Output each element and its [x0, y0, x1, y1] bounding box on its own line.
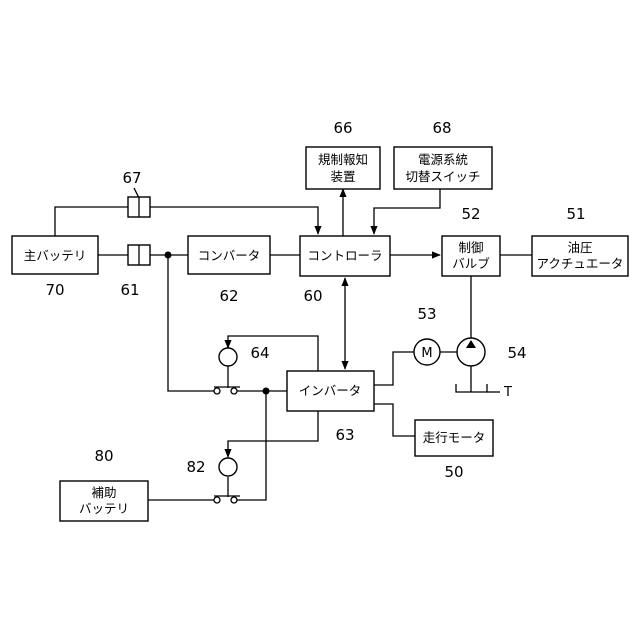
junction-dot	[165, 252, 172, 259]
ref-62: 62	[219, 287, 238, 305]
relay-coil-64	[219, 348, 237, 366]
power-switch-block: 電源系統 切替スイッチ	[394, 147, 492, 189]
ref-68: 68	[432, 119, 451, 137]
svg-text:規制報知: 規制報知	[318, 152, 368, 167]
ref-51: 51	[566, 205, 585, 223]
svg-text:制御: 制御	[458, 240, 483, 255]
inverter-block: インバータ	[287, 371, 374, 411]
svg-text:アクチュエータ: アクチュエータ	[537, 256, 624, 271]
ref-80: 80	[94, 447, 113, 465]
ref-60: 60	[303, 287, 322, 305]
switch-contact-82	[214, 496, 240, 503]
ref-66: 66	[333, 119, 352, 137]
svg-text:補助: 補助	[91, 485, 116, 500]
svg-text:コンバータ: コンバータ	[198, 248, 261, 263]
tank-label: T	[503, 385, 512, 400]
ref-63: 63	[335, 426, 354, 444]
pump-symbol	[457, 338, 485, 366]
svg-text:コントローラ: コントローラ	[307, 248, 382, 263]
svg-text:バッテリ: バッテリ	[79, 501, 129, 516]
svg-text:インバータ: インバータ	[299, 383, 362, 398]
junction-dot	[263, 388, 270, 395]
hydraulic-actuator-block: 油圧 アクチュエータ	[532, 236, 628, 276]
ref-61: 61	[120, 281, 139, 299]
svg-text:走行モータ: 走行モータ	[423, 430, 486, 445]
main-battery-block: 主バッテリ	[12, 236, 98, 274]
regulation-notifier-block: 規制報知 装置	[306, 147, 380, 189]
ref-53: 53	[417, 305, 436, 323]
svg-text:バルブ: バルブ	[452, 256, 490, 271]
contactor-67	[128, 197, 150, 217]
svg-text:装置: 装置	[330, 169, 355, 184]
svg-text:主バッテリ: 主バッテリ	[24, 248, 87, 263]
ref-82: 82	[186, 458, 205, 476]
ref-67: 67	[122, 169, 141, 187]
aux-battery-block: 補助 バッテリ	[60, 481, 148, 521]
contactor-61	[128, 245, 150, 265]
ref-52: 52	[461, 205, 480, 223]
travel-motor-block: 走行モータ	[415, 420, 493, 456]
ref-64: 64	[250, 344, 269, 362]
relay-coil-82	[219, 458, 237, 476]
switch-contact-64	[214, 387, 240, 394]
ref-70: 70	[45, 281, 64, 299]
svg-text:電源系統: 電源系統	[418, 152, 468, 167]
ref-50: 50	[444, 463, 463, 481]
controller-block: コントローラ	[300, 236, 390, 276]
ref-54: 54	[507, 344, 526, 362]
motor-label: M	[421, 346, 432, 361]
converter-block: コンバータ	[188, 236, 270, 274]
control-valve-block: 制御 バルブ	[442, 236, 500, 276]
svg-text:切替スイッチ: 切替スイッチ	[405, 169, 480, 184]
svg-text:油圧: 油圧	[567, 240, 592, 255]
